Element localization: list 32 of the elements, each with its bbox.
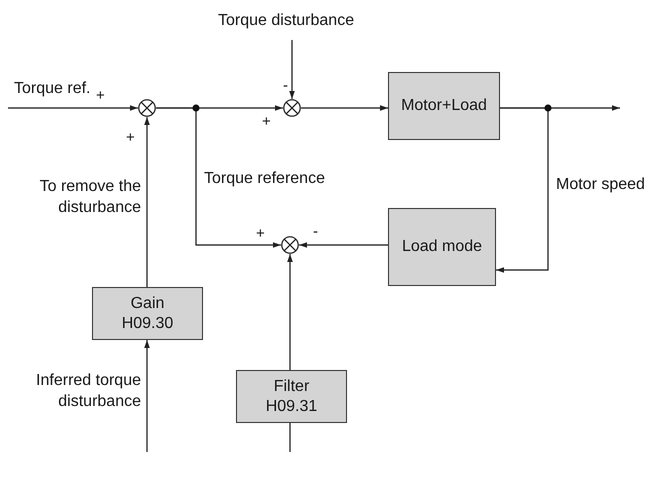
edge-label: Torque disturbance <box>218 10 354 31</box>
arrow <box>8 105 138 111</box>
box-text: H09.31 <box>266 396 318 416</box>
edge-label: Torque ref. <box>14 78 90 99</box>
arrow <box>299 242 388 248</box>
arrow <box>144 340 150 452</box>
sign-label: - <box>283 78 288 94</box>
arrow <box>289 40 295 99</box>
sign-label: + <box>256 226 265 242</box>
arrow <box>144 117 150 287</box>
summing-junction <box>138 99 156 117</box>
process-box <box>92 287 203 340</box>
summing-junction <box>281 236 299 254</box>
process-box <box>388 72 500 140</box>
arrow <box>287 254 293 370</box>
arrow <box>301 105 388 111</box>
summing-junction <box>283 99 301 117</box>
box-text: Load mode <box>402 237 482 257</box>
process-box <box>236 370 347 423</box>
box-text: Gain <box>130 294 164 314</box>
box-text: Filter <box>274 376 310 396</box>
sign-label: + <box>96 88 105 104</box>
arrow <box>496 107 549 273</box>
sign-label: + <box>126 130 135 146</box>
box-text: H09.30 <box>122 314 174 334</box>
arrow <box>156 107 281 248</box>
sign-label: - <box>313 224 318 240</box>
sign-label: + <box>262 114 271 130</box>
box-text: Motor+Load <box>401 96 487 116</box>
process-box <box>388 208 496 286</box>
edge-label: Torque reference <box>204 168 325 189</box>
edge-label: Motor speed <box>556 174 645 195</box>
